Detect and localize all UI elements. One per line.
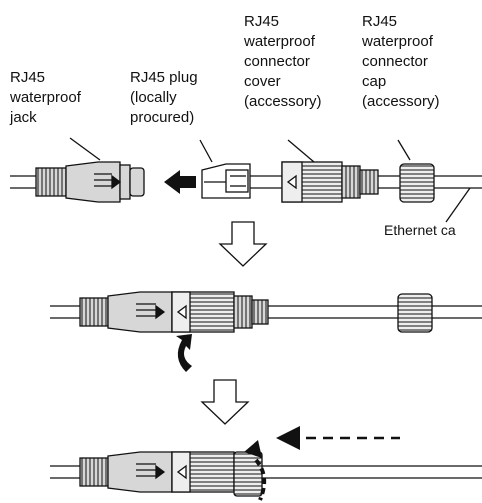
leader-line-cable <box>445 187 471 223</box>
label-cap-line: RJ45 <box>362 13 398 30</box>
label-plug: RJ45 plug (locally procured) <box>130 68 198 128</box>
label-cover: RJ45 waterproof connector cover (accesso… <box>244 12 322 112</box>
leader-line-jack <box>69 137 101 161</box>
label-cover-line: cover <box>244 73 281 90</box>
rotate-arrow-icon <box>244 440 262 458</box>
row-inserted <box>50 291 482 333</box>
leader-line-plug <box>199 139 213 163</box>
down-arrow-icon <box>218 221 268 267</box>
label-cover-line: RJ45 <box>244 13 280 30</box>
rj45-plug <box>201 163 282 199</box>
label-jack-line: jack <box>10 109 37 126</box>
down-arrow-icon <box>200 379 250 425</box>
label-cap-line: connector <box>362 53 428 70</box>
label-cap: RJ45 waterproof connector cap (accessory… <box>362 12 440 112</box>
row-exploded <box>10 161 482 203</box>
label-jack-line: waterproof <box>10 89 81 106</box>
rj45-jack <box>35 161 145 203</box>
label-ethernet-cable: Ethernet ca <box>384 222 456 238</box>
label-cap-line: cap <box>362 73 387 90</box>
connector-cap <box>399 163 482 203</box>
leader-line-cap <box>397 139 411 161</box>
label-cover-line: (accessory) <box>244 93 322 110</box>
connector-cover <box>281 161 400 203</box>
label-jack: RJ45 waterproof jack <box>10 68 81 128</box>
row-tightened <box>50 451 482 497</box>
label-plug-line: RJ45 plug <box>130 69 198 86</box>
label-cap-line: waterproof <box>362 33 433 50</box>
label-jack-line: RJ45 <box>10 69 46 86</box>
push-arrow-icon <box>164 170 196 194</box>
rotate-arrow-icon <box>176 334 192 372</box>
label-cover-line: waterproof <box>244 33 315 50</box>
label-plug-line: (locally <box>130 89 177 106</box>
slide-arrow-icon <box>276 426 400 450</box>
leader-line-cover <box>287 139 315 163</box>
label-cover-line: connector <box>244 53 310 70</box>
label-plug-line: procured) <box>130 109 195 126</box>
label-cap-line: (accessory) <box>362 93 440 110</box>
